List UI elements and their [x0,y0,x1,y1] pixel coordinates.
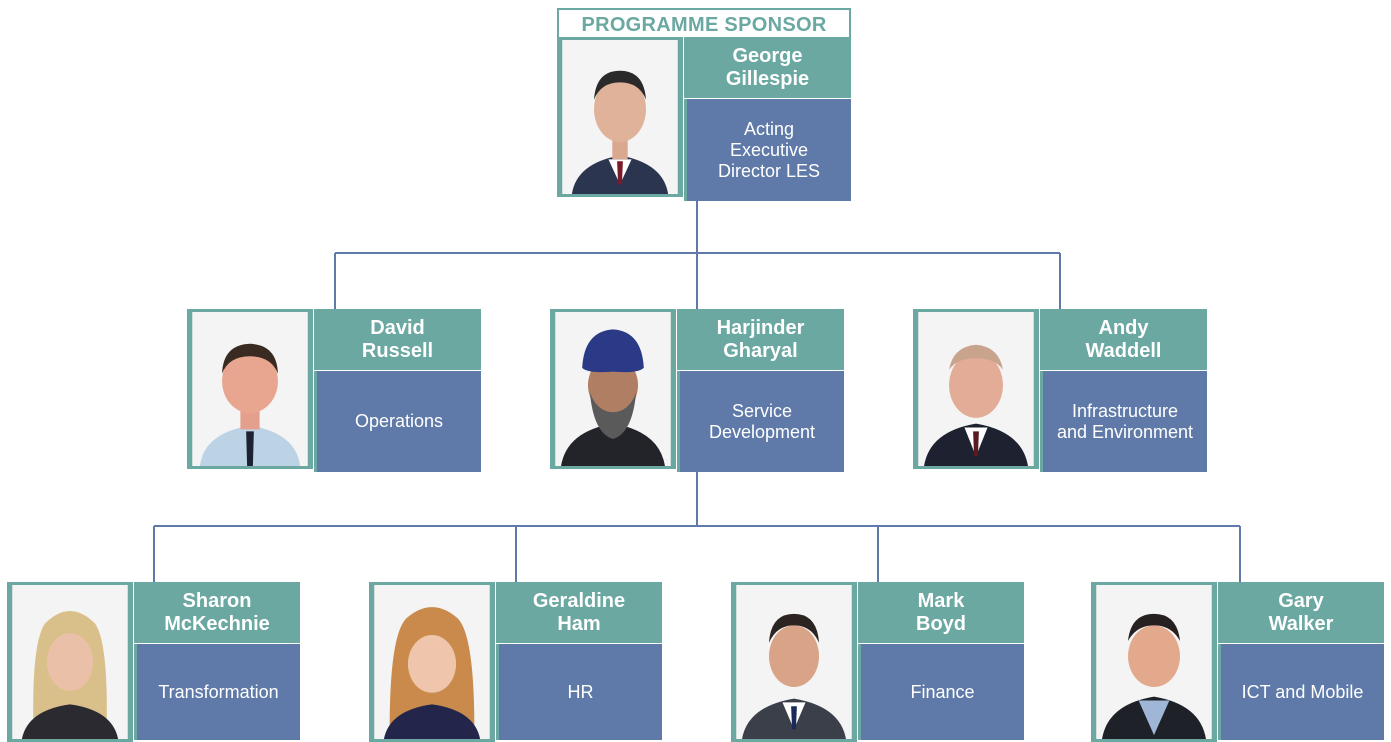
person-role: HR [496,644,662,740]
person-card: Gary Walker ICT and Mobile [1091,582,1384,742]
person-role: Operations [314,371,481,472]
person-name: Andy Waddell [1040,309,1207,370]
person-card: Andy Waddell Infrastructure and Environm… [913,309,1207,472]
person-photo [557,37,683,197]
person-photo [913,309,1039,469]
person-photo [550,309,676,469]
person-card: Geraldine Ham HR [369,582,662,742]
person-name: Harjinder Gharyal [677,309,844,370]
person-card: David Russell Operations [187,309,481,472]
person-role: Transformation [134,644,300,740]
programme-sponsor-heading: PROGRAMME SPONSOR [557,8,851,37]
person-role: Infrastructure and Environment [1040,371,1207,472]
person-card: Sharon McKechnie Transformation [7,582,300,742]
person-photo [369,582,495,742]
person-role: Service Development [677,371,844,472]
person-role: ICT and Mobile [1218,644,1384,740]
person-role: Finance [858,644,1024,740]
person-name: Gary Walker [1218,582,1384,643]
person-name: Mark Boyd [858,582,1024,643]
person-name: David Russell [314,309,481,370]
person-role: Acting Executive Director LES [684,99,851,201]
person-name: Sharon McKechnie [134,582,300,643]
person-card: Mark Boyd Finance [731,582,1024,742]
person-photo [187,309,313,469]
sponsor-card: George Gillespie Acting Executive Direct… [557,37,851,201]
person-card: Harjinder Gharyal Service Development [550,309,844,472]
person-photo [731,582,857,742]
person-photo [1091,582,1217,742]
person-name: Geraldine Ham [496,582,662,643]
person-photo [7,582,133,742]
person-name: George Gillespie [684,37,851,98]
